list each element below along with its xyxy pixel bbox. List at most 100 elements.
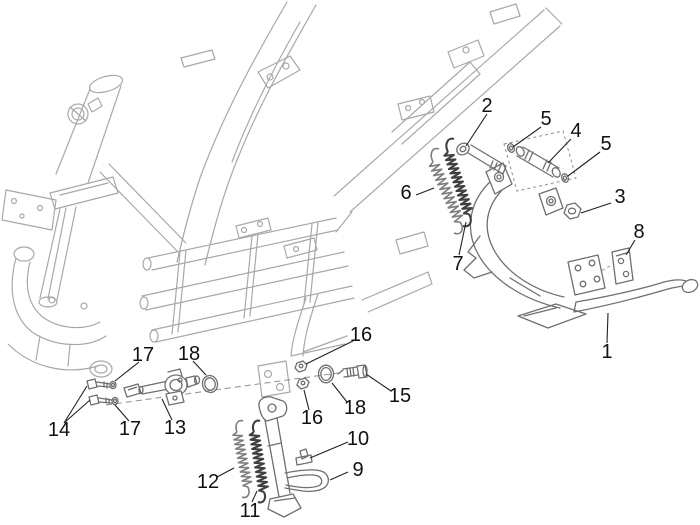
switch-shaft bbox=[139, 380, 170, 395]
callout-leader-16-nut-upper bbox=[305, 340, 354, 365]
callout-6-center-stand-spring-outer[interactable]: 6 bbox=[400, 182, 411, 204]
washer-ring bbox=[506, 143, 516, 153]
callout-16-nut-upper[interactable]: 16 bbox=[350, 324, 372, 346]
callout-18-o-ring-right[interactable]: 18 bbox=[344, 397, 366, 419]
callout-17-washer-switch-upper[interactable]: 17 bbox=[132, 344, 154, 366]
pin-mounting-outline bbox=[503, 130, 577, 192]
callout-7-center-stand-spring-inner[interactable]: 7 bbox=[452, 253, 463, 275]
nut-16-upper[interactable] bbox=[294, 360, 308, 373]
left-fork-tubes bbox=[39, 206, 77, 301]
switch-washers-17[interactable] bbox=[109, 380, 119, 406]
stopper-bracket-8[interactable] bbox=[611, 247, 634, 285]
center-stand[interactable] bbox=[463, 162, 700, 329]
o-ring-inner bbox=[320, 366, 332, 382]
rear-bracket-hole bbox=[418, 98, 426, 106]
spring-12-coil bbox=[232, 431, 253, 488]
callout-leader-12-side-stand-spring-outer bbox=[216, 467, 235, 478]
switch-bracket-tab bbox=[165, 390, 185, 406]
o-ring-18-left[interactable] bbox=[201, 374, 219, 394]
floor-bracket-hole bbox=[256, 220, 264, 228]
exhaust-tip-inner bbox=[94, 364, 108, 374]
lower-left-hole bbox=[80, 302, 88, 310]
callout-16-nut-lower[interactable]: 16 bbox=[301, 407, 323, 429]
spring-12-hooks bbox=[235, 419, 250, 499]
pin-end bbox=[551, 167, 561, 178]
side-stand-pivot-bolt-15[interactable] bbox=[337, 364, 368, 379]
spacer-pin-4[interactable] bbox=[515, 145, 562, 178]
bracket-hole bbox=[266, 73, 274, 81]
pivot-hole bbox=[267, 403, 277, 413]
switch-detail bbox=[177, 377, 183, 383]
side-stand[interactable] bbox=[258, 396, 302, 518]
callout-9-side-stand-guard[interactable]: 9 bbox=[352, 459, 363, 481]
center-stand-foot bbox=[463, 235, 587, 329]
steering-head-tube bbox=[55, 85, 122, 184]
callout-leader-18-o-ring-left bbox=[192, 360, 207, 376]
washer-5-lower[interactable] bbox=[560, 173, 570, 183]
lower-left-hole bbox=[48, 296, 56, 304]
callout-3-nut[interactable]: 3 bbox=[614, 186, 625, 208]
nut-hole bbox=[300, 380, 306, 386]
floor-cross-members bbox=[171, 221, 319, 335]
callout-5-washer-upper[interactable]: 5 bbox=[540, 108, 551, 130]
o-ring bbox=[317, 364, 335, 384]
spring-6-hooks bbox=[430, 147, 463, 235]
spring-11-coil bbox=[248, 431, 269, 493]
callout-18-o-ring-left[interactable]: 18 bbox=[178, 343, 200, 365]
lower-left-assembly bbox=[7, 257, 107, 371]
callout-12-side-stand-spring-outer[interactable]: 12 bbox=[197, 471, 219, 493]
switch-top-tab bbox=[167, 368, 183, 377]
callout-8-stopper-bracket[interactable]: 8 bbox=[633, 221, 644, 243]
center-stand-body bbox=[469, 179, 565, 309]
callout-2-center-stand-pivot-bolt[interactable]: 2 bbox=[481, 95, 492, 117]
center-stand-mount-plate bbox=[567, 254, 606, 296]
callout-leader-17-washer-switch-lower bbox=[114, 404, 130, 422]
washer-ring bbox=[109, 380, 117, 390]
side-stand-springs[interactable] bbox=[232, 419, 269, 504]
callout-labels: 2 545 38 6 7 1 16 15 18 16 10 9 17 18 14 17 13 12 11 bbox=[48, 95, 645, 522]
center-stand-springs[interactable] bbox=[428, 137, 473, 235]
side-stand-mount-plate bbox=[257, 360, 291, 398]
callout-leader-4-spacer-pin bbox=[547, 138, 572, 164]
pivot-bolt-2[interactable] bbox=[455, 141, 507, 175]
side-stand-switch-13[interactable] bbox=[123, 368, 201, 406]
callout-15-side-stand-pivot-bolt[interactable]: 15 bbox=[389, 385, 411, 407]
callout-14-switch-bolts[interactable]: 14 bbox=[48, 419, 70, 441]
switch-plunger-tip bbox=[193, 375, 201, 385]
stand-lug-hole-inner bbox=[548, 198, 554, 204]
lower-rear-frame bbox=[290, 231, 433, 357]
callout-13-side-stand-switch[interactable]: 13 bbox=[164, 417, 186, 439]
bolt-head-cap bbox=[362, 364, 368, 378]
left-plate-hole bbox=[10, 197, 18, 205]
center-stand-lugs bbox=[485, 162, 564, 216]
left-fork-foot bbox=[38, 296, 58, 308]
bolt-head bbox=[456, 142, 470, 156]
nut-hole bbox=[298, 363, 304, 369]
left-plate-hole bbox=[36, 204, 44, 212]
rubber-clip-10[interactable] bbox=[295, 448, 313, 466]
rear-frame-rail bbox=[333, 7, 563, 233]
spring-6-coil bbox=[428, 161, 464, 223]
switch-body-inner bbox=[169, 378, 183, 392]
left-bracket-plate bbox=[1, 189, 57, 231]
callout-5-washer-lower[interactable]: 5 bbox=[600, 133, 611, 155]
rail-end-cap bbox=[149, 329, 159, 343]
o-ring-18-right[interactable] bbox=[317, 364, 335, 384]
mount-plate-hole bbox=[275, 382, 285, 392]
callout-10-rubber-clip[interactable]: 10 bbox=[347, 428, 369, 450]
washer-5-upper[interactable] bbox=[506, 143, 516, 153]
nut-16-lower[interactable] bbox=[296, 377, 310, 390]
floor-bracket-hole bbox=[292, 245, 300, 253]
main-down-tube bbox=[176, 1, 317, 266]
callout-17-washer-switch-lower[interactable]: 17 bbox=[119, 418, 141, 440]
floor-bracket-hole bbox=[240, 226, 248, 234]
side-stand-guard-9[interactable] bbox=[284, 469, 329, 492]
switch-bolts-14[interactable] bbox=[86, 378, 113, 406]
callout-leader-11-side-stand-spring-inner bbox=[251, 490, 258, 503]
callout-11-side-stand-spring-inner[interactable]: 11 bbox=[240, 500, 261, 522]
callout-4-spacer-pin[interactable]: 4 bbox=[570, 120, 581, 142]
callout-leader-14-switch-bolts bbox=[63, 385, 88, 424]
nut-3[interactable] bbox=[563, 202, 582, 220]
callout-1-center-stand[interactable]: 1 bbox=[601, 341, 612, 363]
